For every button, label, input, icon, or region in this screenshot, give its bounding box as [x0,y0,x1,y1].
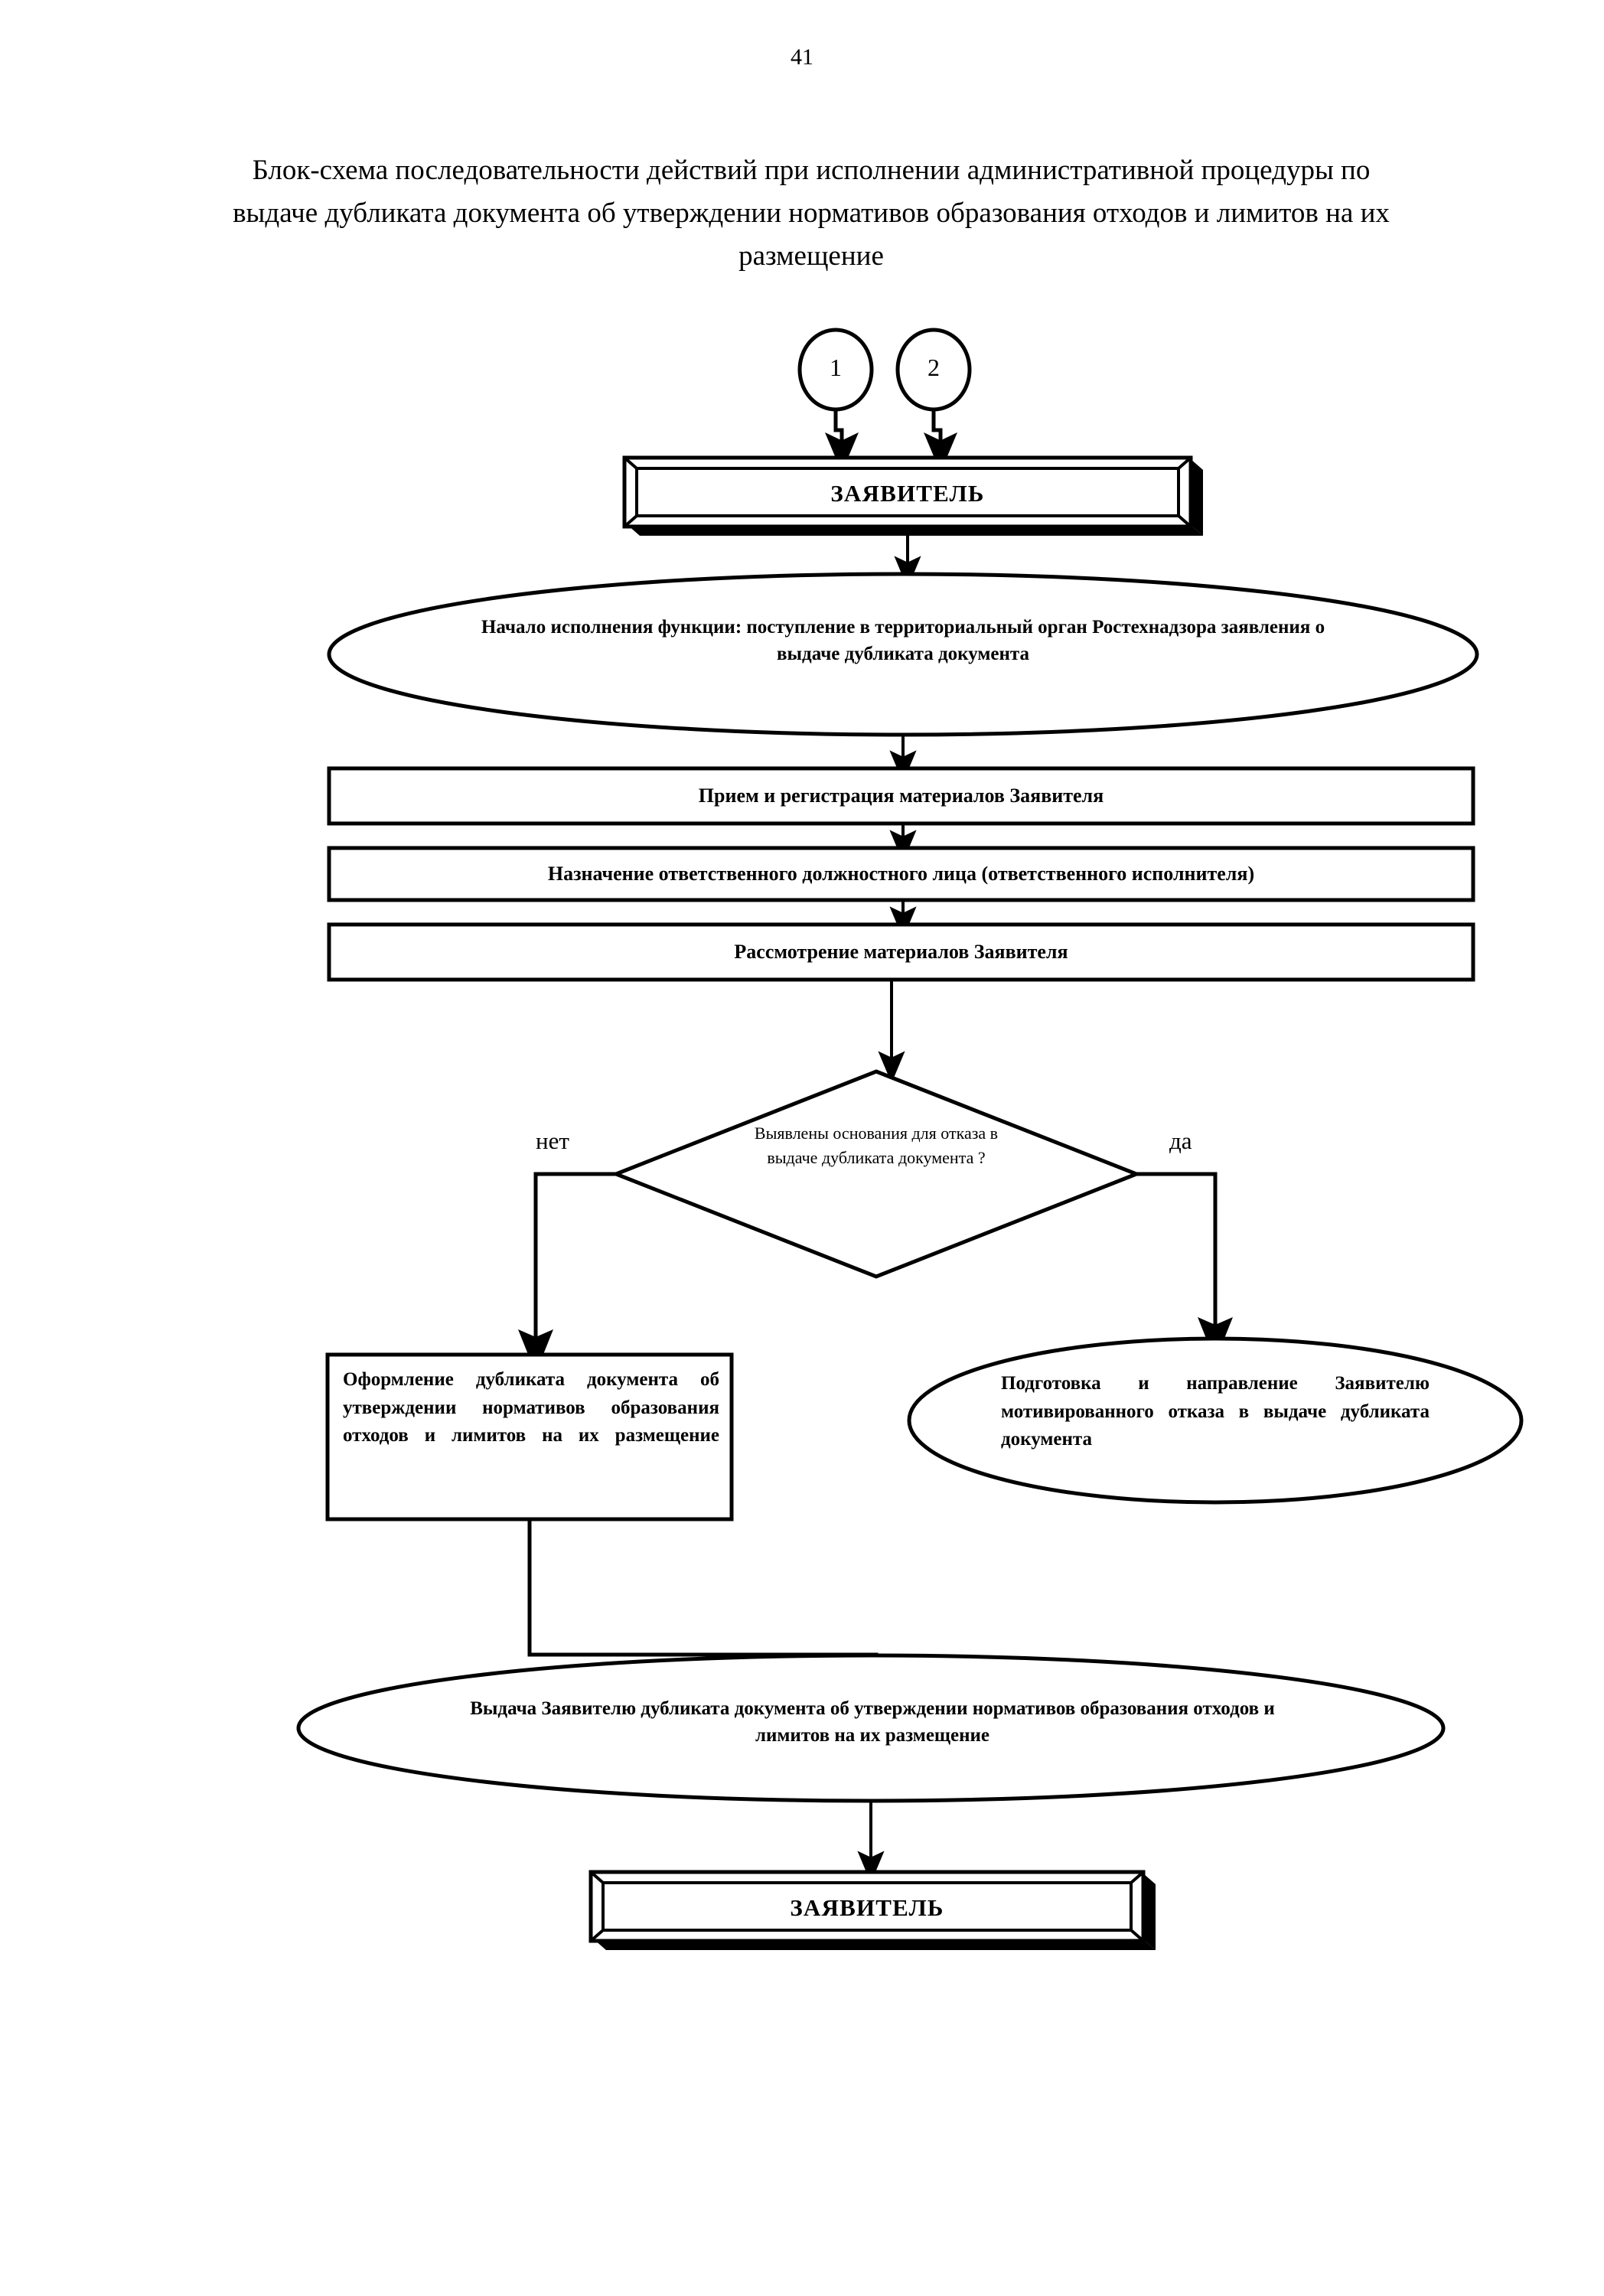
process-box-2-shape [327,846,1475,902]
decision-diamond-shape [611,1069,1142,1279]
connector-circle-2-label: 2 [928,354,940,381]
start-ellipse-shape [327,572,1479,737]
result-ellipse-shape [296,1653,1446,1803]
branch-label-yes: да [1169,1127,1192,1154]
edge-circle2-to-applicant [924,409,957,473]
connector-circle-1-label: 1 [830,354,842,381]
edge-decision-no [518,1172,616,1374]
page-number: 41 [791,44,813,70]
decision-diamond-label: Выявлены основания для отказа в выдаче д… [754,1124,999,1167]
edge-decision-yes [1136,1172,1233,1362]
terminator-applicant-bottom [588,1870,1156,1950]
issue-box-shape [325,1352,734,1521]
branch-label-no: нет [536,1127,569,1154]
page-title: Блок-схема последовательности действий п… [233,155,1390,272]
terminator-applicant-top [622,455,1203,536]
process-box-1-shape [327,766,1475,826]
process-box-3-shape [327,922,1475,982]
edge-circle1-to-applicant [825,409,859,473]
refusal-ellipse-shape [907,1336,1524,1505]
